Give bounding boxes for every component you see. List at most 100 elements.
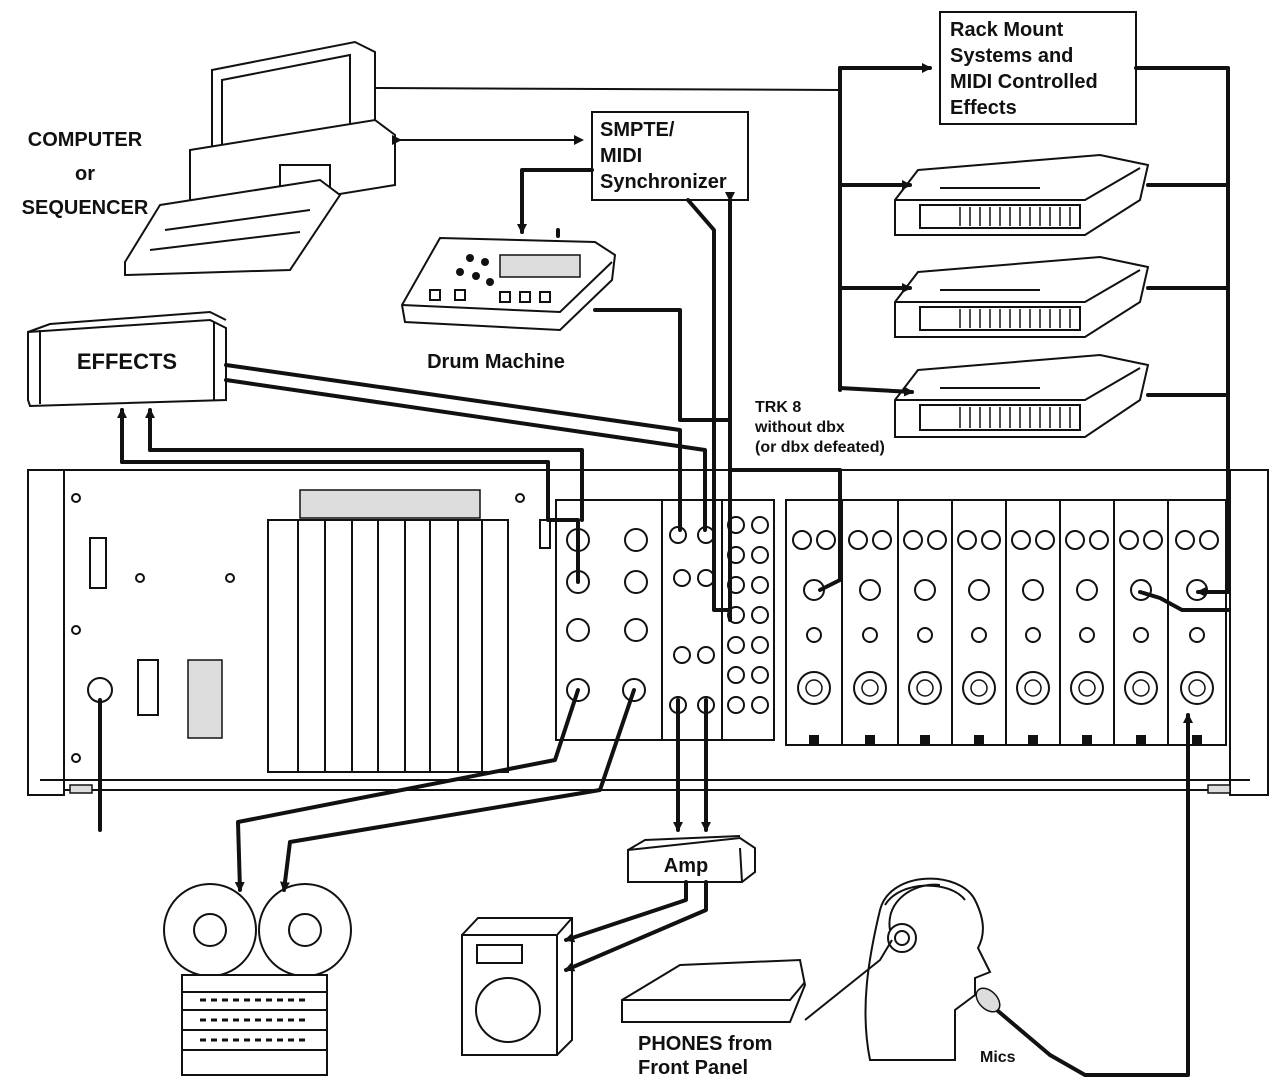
strip-2-xlr bbox=[853, 671, 887, 705]
strip-7-xlr bbox=[1124, 671, 1158, 705]
strip-1-jack-a bbox=[792, 530, 812, 550]
strip-1-xlr bbox=[797, 671, 831, 705]
strip-6-pot bbox=[1079, 627, 1095, 643]
strip-2-insert bbox=[859, 579, 881, 601]
strip-4-xlr-inner bbox=[970, 679, 988, 697]
strip-5-switch bbox=[1028, 735, 1038, 745]
effects-label: EFFECTS bbox=[77, 349, 177, 374]
central-jack-5 bbox=[566, 618, 590, 642]
svg-text:SEQUENCER: SEQUENCER bbox=[22, 197, 149, 219]
strip-8-jack-b bbox=[1199, 530, 1219, 550]
cables bbox=[117, 63, 1230, 1077]
strip-1-pot bbox=[806, 627, 822, 643]
strip-8-switch bbox=[1192, 735, 1202, 745]
central-jack-25 bbox=[727, 636, 745, 654]
drum-machine-illustration bbox=[400, 236, 617, 332]
strip-4-insert bbox=[968, 579, 990, 601]
strip-5-insert bbox=[1022, 579, 1044, 601]
strip-3-pot bbox=[917, 627, 933, 643]
person-with-headphones bbox=[864, 877, 992, 1061]
smpte-synchronizer-box: SMPTE/ MIDI Synchronizer bbox=[591, 111, 749, 201]
strip-8-xlr-inner bbox=[1188, 679, 1206, 697]
strip-2-jack-a bbox=[848, 530, 868, 550]
central-jack-6 bbox=[624, 618, 648, 642]
strip-4-jack-a bbox=[957, 530, 977, 550]
svg-text:MIDI Controlled: MIDI Controlled bbox=[950, 71, 1098, 93]
central-jack-11 bbox=[673, 569, 691, 587]
strip-1-switch bbox=[809, 735, 819, 745]
strip-7-xlr-inner bbox=[1132, 679, 1150, 697]
strip-2-pot bbox=[862, 627, 878, 643]
drum-machine-label: Drum Machine bbox=[427, 351, 565, 373]
central-jack-22 bbox=[751, 576, 769, 594]
central-jack-26 bbox=[751, 636, 769, 654]
strip-2-switch bbox=[865, 735, 875, 745]
central-jack-20 bbox=[751, 546, 769, 564]
strip-7-insert bbox=[1130, 579, 1152, 601]
svg-text:Systems and: Systems and bbox=[950, 45, 1073, 67]
central-jack-29 bbox=[727, 696, 745, 714]
microphone bbox=[975, 987, 1052, 1057]
strip-6-jack-b bbox=[1089, 530, 1109, 550]
svg-text:COMPUTER: COMPUTER bbox=[28, 129, 143, 151]
svg-text:Effects: Effects bbox=[950, 97, 1017, 119]
strip-6-xlr-inner bbox=[1078, 679, 1096, 697]
strip-6-insert bbox=[1076, 579, 1098, 601]
strip-5-jack-b bbox=[1035, 530, 1055, 550]
strip-4-pot bbox=[971, 627, 987, 643]
strip-2-xlr-inner bbox=[861, 679, 879, 697]
rack-mount-label-box: Rack Mount Systems and MIDI Controlled E… bbox=[939, 11, 1137, 125]
strip-3-xlr-inner bbox=[916, 679, 934, 697]
central-jack-13 bbox=[673, 646, 691, 664]
svg-text:without dbx: without dbx bbox=[754, 419, 845, 436]
central-jack-2 bbox=[624, 528, 648, 552]
strip-6-switch bbox=[1082, 735, 1092, 745]
phones-box bbox=[621, 958, 807, 1023]
central-jack-27 bbox=[727, 666, 745, 684]
svg-text:TRK 8: TRK 8 bbox=[755, 399, 801, 416]
strip-7-pot bbox=[1133, 627, 1149, 643]
central-jack-30 bbox=[751, 696, 769, 714]
central-jack-18 bbox=[751, 516, 769, 534]
strip-3-jack-b bbox=[927, 530, 947, 550]
trk8-label: TRK 8 without dbx (or dbx defeated) bbox=[754, 399, 885, 456]
speaker-illustration bbox=[461, 917, 573, 1056]
amp-unit: Amp bbox=[627, 835, 756, 883]
strip-5-jack-a bbox=[1011, 530, 1031, 550]
strip-7-jack-a bbox=[1119, 530, 1139, 550]
mics-label: Mics bbox=[980, 1049, 1016, 1066]
computer-label: COMPUTER or SEQUENCER bbox=[22, 129, 149, 219]
strip-4-switch bbox=[974, 735, 984, 745]
svg-text:PHONES from: PHONES from bbox=[638, 1033, 772, 1055]
strip-7-switch bbox=[1136, 735, 1146, 745]
rack-unit-3 bbox=[894, 353, 1150, 438]
svg-text:Rack Mount: Rack Mount bbox=[950, 19, 1064, 41]
strip-5-pot bbox=[1025, 627, 1041, 643]
mixer-rear-panel bbox=[27, 469, 1269, 832]
computer-illustration bbox=[124, 40, 396, 277]
strip-7-jack-b bbox=[1143, 530, 1163, 550]
amp-label: Amp bbox=[664, 855, 708, 877]
rack-unit-1 bbox=[894, 153, 1150, 236]
strip-4-jack-b bbox=[981, 530, 1001, 550]
svg-text:SMPTE/: SMPTE/ bbox=[600, 119, 675, 141]
strip-8-pot bbox=[1189, 627, 1205, 643]
strip-8-xlr bbox=[1180, 671, 1214, 705]
strip-3-switch bbox=[920, 735, 930, 745]
svg-text:Front Panel: Front Panel bbox=[638, 1057, 748, 1078]
central-jack-4 bbox=[624, 570, 648, 594]
rack-unit-2 bbox=[894, 255, 1150, 338]
central-jack-28 bbox=[751, 666, 769, 684]
central-jack-12 bbox=[697, 569, 715, 587]
strip-5-xlr-inner bbox=[1024, 679, 1042, 697]
strip-5-xlr bbox=[1016, 671, 1050, 705]
phones-label: PHONES from Front Panel bbox=[638, 1033, 772, 1078]
strip-3-insert bbox=[914, 579, 936, 601]
tape-recorder-illustration bbox=[163, 883, 352, 1076]
strip-8-jack-a bbox=[1175, 530, 1195, 550]
svg-text:Synchronizer: Synchronizer bbox=[600, 171, 727, 193]
svg-text:(or dbx defeated): (or dbx defeated) bbox=[755, 439, 885, 456]
central-jack-14 bbox=[697, 646, 715, 664]
strip-4-xlr bbox=[962, 671, 996, 705]
